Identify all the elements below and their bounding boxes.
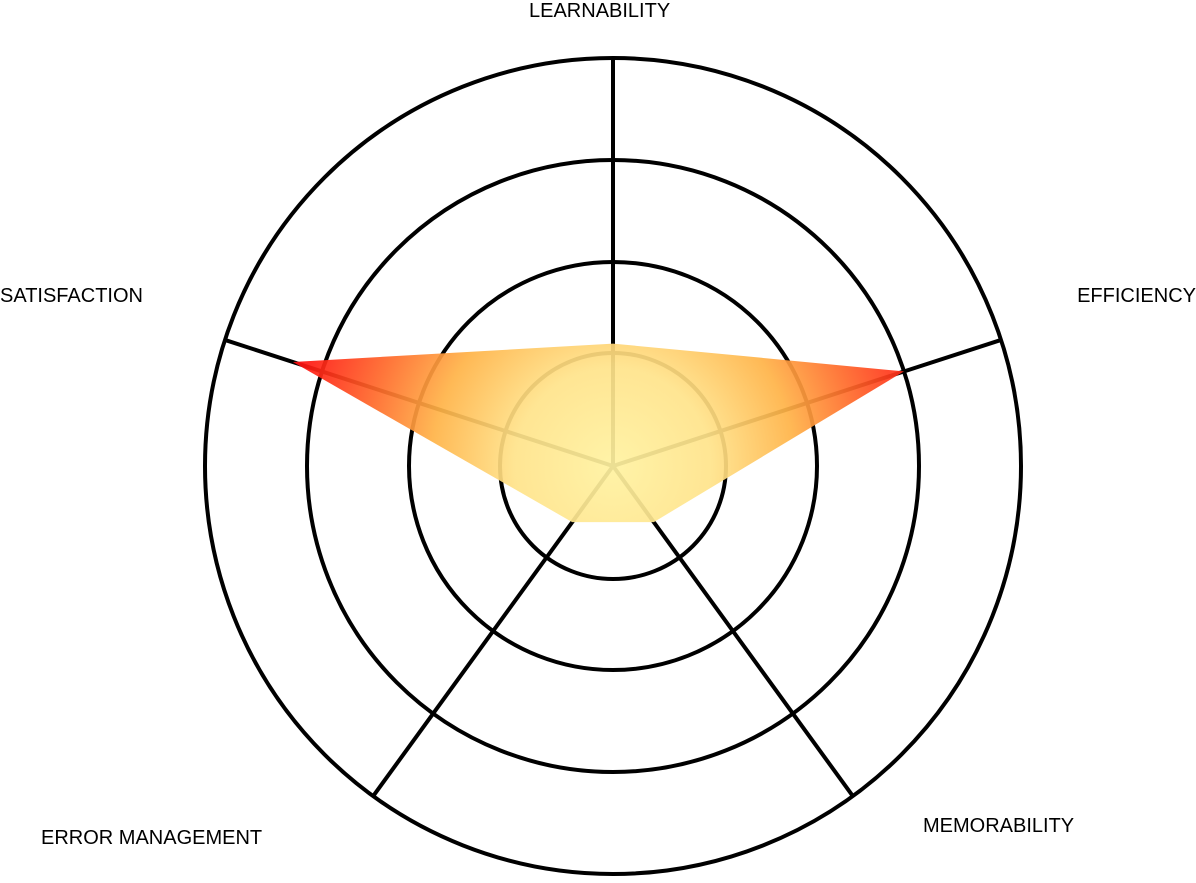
axis-label-memorability: MEMORABILITY — [923, 815, 1075, 837]
axis-label-error-management: ERROR MANAGEMENT — [41, 827, 263, 849]
radar-data — [292, 343, 904, 523]
axis-label-efficiency: EFFICIENCY — [1077, 285, 1196, 307]
axis-label-satisfaction: SATISFACTION — [0, 285, 143, 307]
radar-data-polygon — [292, 343, 904, 523]
axis-label-learnability: LEARNABILITY — [529, 0, 671, 22]
